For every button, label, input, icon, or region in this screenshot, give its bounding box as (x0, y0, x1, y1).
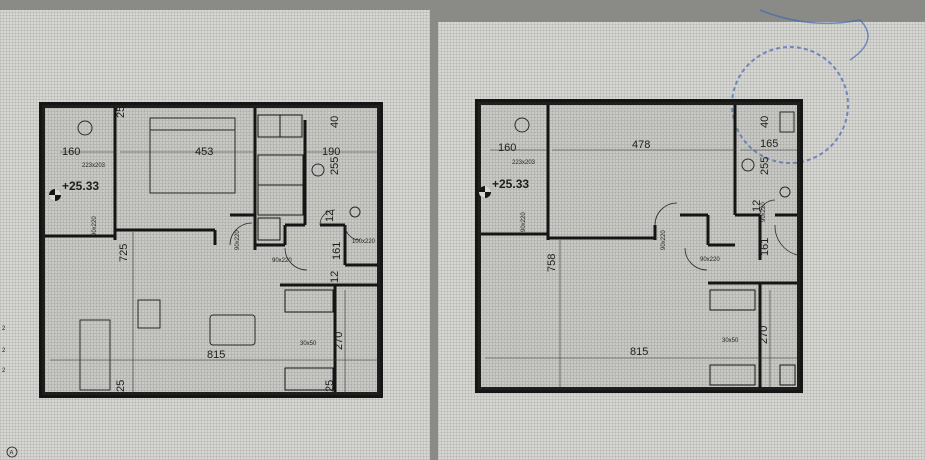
left-dim-815: 815 (207, 349, 225, 361)
left-door-swings (229, 209, 361, 271)
left-note-door2: 90x220 (235, 230, 241, 250)
right-dim-255: 255 (759, 157, 771, 175)
stamp-mark (731, 9, 869, 164)
left-dim-25a: 25 (115, 380, 127, 392)
right-note-door1: 90x220 (521, 212, 527, 232)
right-dim-165: 165 (760, 138, 778, 150)
right-dim-160: 160 (498, 142, 516, 154)
right-note-door3: 90x220 (700, 257, 720, 263)
left-note-door4: 100x220 (352, 239, 376, 245)
left-dimension-lines (50, 151, 378, 392)
left-dim-453: 453 (195, 146, 213, 158)
right-note-window: 223x203 (512, 160, 536, 166)
left-dim-190: 190 (322, 146, 340, 158)
right-note-door2: 90x220 (661, 230, 667, 250)
left-floor-plan (39, 102, 383, 398)
left-dim-25b: 25 (324, 380, 336, 392)
left-dim-725: 725 (118, 244, 130, 262)
left-note-door3: 90x220 (272, 258, 292, 264)
right-dim-478: 478 (632, 139, 650, 151)
right-dim-40: 40 (759, 116, 771, 128)
right-dim-161: 161 (759, 238, 771, 256)
right-dim-12: 12 (751, 200, 763, 212)
right-cabinets (709, 289, 796, 386)
right-door-swings (654, 199, 798, 271)
left-note-tile: 30x50 (300, 341, 317, 347)
right-elevation-marker (479, 186, 491, 198)
left-dim-25c: 25 (115, 106, 127, 118)
margin-mark-1: 2 (2, 326, 6, 332)
right-floor-plan (475, 99, 803, 393)
right-note-tile: 30x50 (722, 338, 739, 344)
left-dim-255: 255 (329, 157, 341, 175)
margin-mark-3: 2 (2, 368, 6, 374)
left-dim-40: 40 (329, 116, 341, 128)
right-dim-815: 815 (630, 346, 648, 358)
left-dim-12b: 12 (329, 271, 341, 283)
corner-mark: A (10, 451, 14, 457)
margin-mark-2: 2 (2, 348, 6, 354)
right-fixtures (514, 111, 795, 198)
left-note-window: 223x203 (82, 163, 106, 169)
left-note-door1: 90x220 (92, 216, 98, 236)
left-furniture (77, 117, 361, 391)
left-dim-161: 161 (331, 242, 343, 260)
left-cabinets (257, 114, 334, 391)
right-elevation-label: +25.33 (492, 177, 529, 191)
left-elevation-marker (49, 189, 61, 201)
corner-mark-circle (6, 446, 18, 458)
left-elevation-label: +25.33 (62, 179, 99, 193)
right-dim-758: 758 (546, 254, 558, 272)
right-note-door4: 90x220 (761, 202, 767, 222)
left-inner-walls (45, 108, 378, 392)
left-dim-12a: 12 (324, 210, 336, 222)
left-dim-160: 160 (62, 146, 80, 158)
right-dimension-lines (485, 149, 797, 388)
right-dim-270: 270 (758, 326, 770, 344)
left-dim-270: 270 (333, 332, 345, 350)
right-inner-walls (481, 105, 797, 388)
